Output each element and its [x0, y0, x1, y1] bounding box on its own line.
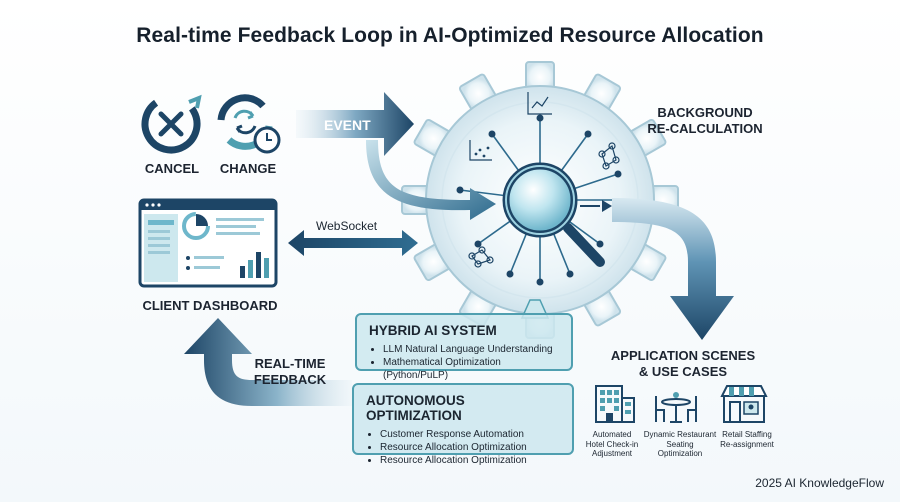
- scene-line: Seating: [666, 439, 694, 449]
- scene-line: Optimization: [657, 449, 703, 458]
- feedback-label-line2: FEEDBACK: [253, 372, 327, 387]
- list-item: Resource Allocation Optimization: [380, 454, 560, 467]
- background-label-line2: RE-CALCULATION: [647, 121, 763, 136]
- scene-line: Automated: [592, 430, 632, 439]
- background-label-line1: BACKGROUND: [657, 105, 753, 120]
- cancel-label: CANCEL: [144, 161, 200, 176]
- feedback-label: REAL-TIME FEEDBACK: [250, 356, 330, 388]
- background-recalculation-label: BACKGROUND RE-CALCULATION: [640, 105, 770, 137]
- feedback-arrow: [184, 318, 352, 406]
- scene-line: Re-assignment: [720, 439, 774, 449]
- hybrid-ai-system-box: HYBRID AI SYSTEM LLM Natural Language Un…: [355, 313, 573, 381]
- cancel-icon: [141, 94, 202, 154]
- scene-label-restaurant: Dynamic Restaurant Seating Optimization: [640, 430, 720, 459]
- inflow-arrow: [366, 140, 496, 220]
- scene-label-retail: Retail Staffing Re-assignment: [712, 430, 782, 449]
- feedback-label-line1: REAL-TIME: [254, 356, 326, 371]
- autonomous-title: AUTONOMOUS OPTIMIZATION: [366, 393, 465, 423]
- change-icon: [217, 94, 281, 154]
- list-item: Mathematical Optimization (Python/PuLP): [383, 356, 559, 382]
- hybrid-title: HYBRID AI SYSTEM: [369, 323, 497, 338]
- hybrid-list: LLM Natural Language Understanding Mathe…: [369, 343, 559, 382]
- change-label: CHANGE: [219, 161, 277, 176]
- client-dashboard-label: CLIENT DASHBOARD: [142, 298, 278, 313]
- scene-line: Dynamic Restaurant: [643, 430, 717, 439]
- output-arrow: [580, 198, 734, 340]
- event-label: EVENT: [324, 117, 371, 133]
- event-arrow: [296, 92, 414, 156]
- restaurant-table-icon: [655, 392, 697, 423]
- list-item: Customer Response Automation: [380, 428, 560, 441]
- autonomous-optimization-box: AUTONOMOUS OPTIMIZATION Customer Respons…: [352, 383, 574, 466]
- page-title: Real-time Feedback Loop in AI-Optimized …: [136, 24, 764, 47]
- scene-line: Adjustment: [591, 449, 633, 458]
- dashboard-monitor-icon: [138, 198, 278, 288]
- websocket-arrow: [288, 230, 418, 256]
- list-item: LLM Natural Language Understanding: [383, 343, 559, 356]
- hotel-icon: [595, 385, 635, 423]
- list-item: Resource Allocation Optimization: [380, 441, 560, 454]
- scene-line: Retail Staffing: [722, 430, 772, 439]
- storefront-icon: [720, 385, 768, 423]
- autonomous-list: Customer Response Automation Resource Al…: [366, 428, 560, 467]
- websocket-label: WebSocket: [316, 219, 378, 233]
- credit-text: 2025 AI KnowledgeFlow: [755, 476, 884, 490]
- scene-label-hotel: Automated Hotel Check-in Adjustment: [580, 430, 644, 459]
- scene-line: Hotel Check-in: [585, 439, 639, 449]
- applications-title-line2: & USE CASES: [638, 364, 728, 379]
- applications-title-line1: APPLICATION SCENES: [610, 348, 756, 363]
- applications-title: APPLICATION SCENES & USE CASES: [598, 348, 768, 380]
